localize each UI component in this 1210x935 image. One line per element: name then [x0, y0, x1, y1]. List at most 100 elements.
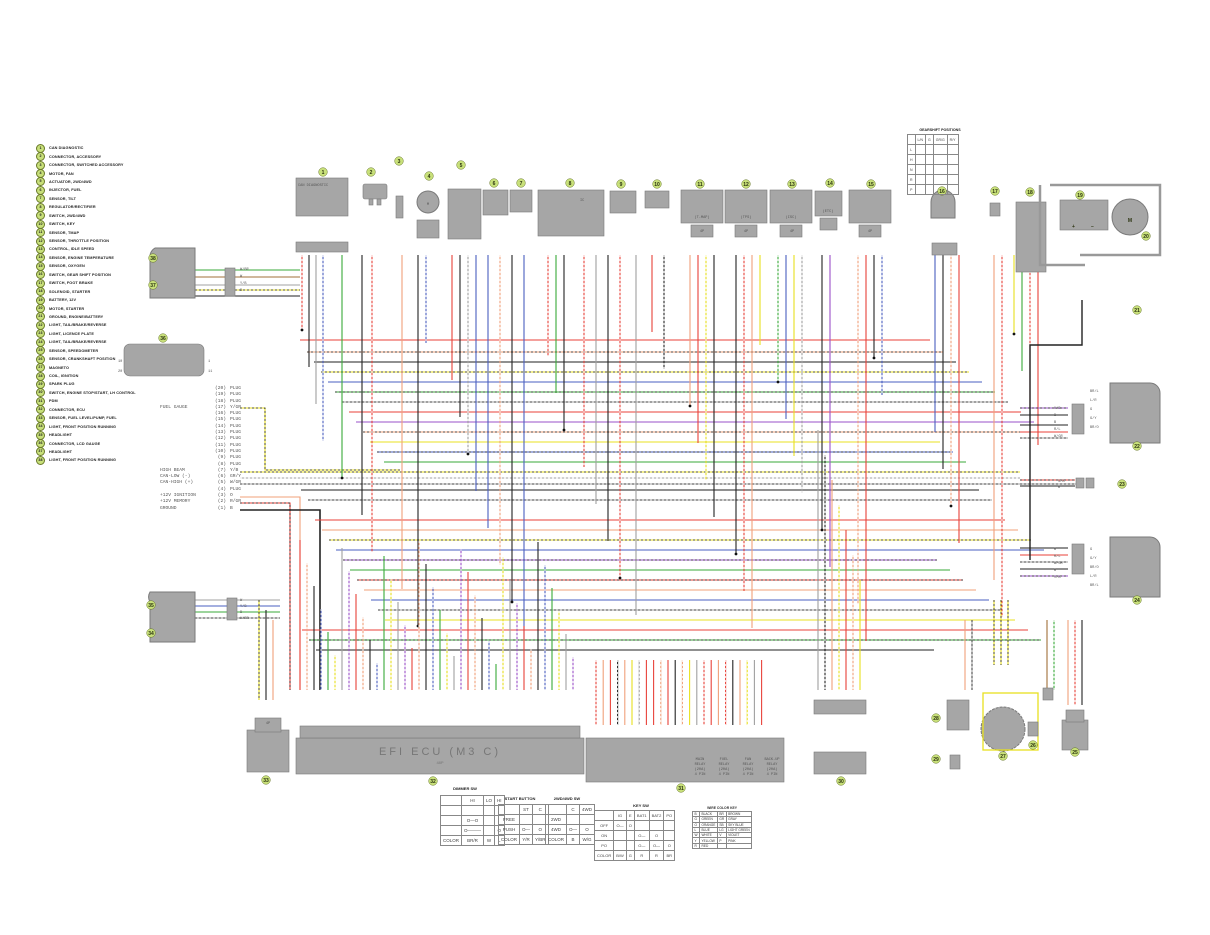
plug-pin: (4)	[217, 486, 226, 492]
table-cell: O———	[461, 825, 485, 836]
wire-label: R/L	[1054, 554, 1060, 559]
badge-26	[1028, 740, 1038, 750]
pdm-relay-label: RELAY	[767, 763, 779, 767]
legend-label: BATTERY, 12V	[49, 298, 77, 303]
wire-ground-main	[1029, 300, 1083, 400]
table-cell	[907, 134, 916, 145]
badge-31	[676, 783, 686, 793]
pdm-relay-label: FUEL	[720, 758, 729, 762]
wire-label: R/L	[1054, 427, 1060, 432]
fuel-pump-sender	[246, 729, 290, 773]
table-cell: O—	[613, 820, 627, 831]
plug-val: PLUG	[230, 455, 242, 461]
plug-pin: (19)	[214, 392, 226, 398]
battery-cables	[1038, 183, 1162, 267]
tmap-sensor-label: (T-MAP)	[694, 215, 709, 220]
badge-number-10: 10	[654, 182, 660, 188]
pin-count-label: 4P	[700, 230, 704, 234]
plug-fn: GROUND	[160, 505, 177, 511]
switch-2wd-4wd	[609, 190, 637, 214]
badge-number-5: 5	[460, 163, 463, 169]
wire-color-cell: LIGHT GREEN	[725, 826, 753, 834]
pin-count-label: 4P	[744, 230, 748, 234]
legend-number: 38	[36, 455, 45, 465]
tilt-sensor	[509, 189, 533, 213]
ecu-title: EFI ECU (M3 C)	[378, 746, 502, 758]
pdm-relay-label: RELAY	[743, 763, 755, 767]
legend-label: MOTOR, STARTER	[49, 306, 85, 311]
can-diagnostic-title: CAN DIAGNOSTIC	[298, 184, 328, 188]
legend-label: LIGHT, LICENCE PLATE	[49, 331, 94, 336]
wire-label: BR/L	[1090, 389, 1099, 394]
table-cell: LO	[483, 795, 496, 806]
pin	[376, 198, 382, 206]
table-cell	[925, 174, 934, 185]
badge-number-9: 9	[620, 182, 623, 188]
wire-label: W	[240, 599, 243, 603]
legend-number: 18	[36, 287, 45, 297]
badge-number-21: 21	[1134, 308, 1140, 314]
table-cell: O	[625, 820, 635, 831]
table-cell	[946, 184, 959, 195]
badge-number-28: 28	[933, 716, 939, 722]
legend-label: SWITCH, KEY	[49, 222, 75, 227]
wire-color-cell: R	[691, 842, 701, 850]
badge-number-3: 3	[398, 159, 401, 165]
switched-accessory-connector	[395, 195, 404, 219]
lcd-pin-row: (11)PLUG	[160, 443, 254, 449]
badge-1	[318, 167, 328, 177]
table-cell	[932, 184, 948, 195]
plug-pin: (2)	[217, 499, 226, 505]
wire-color-cell: YELLOW	[699, 837, 718, 844]
table-cell: ST	[519, 804, 534, 815]
table-row: H	[907, 154, 959, 165]
foot-brake-switch	[989, 202, 1001, 217]
plug-pin: (3)	[217, 493, 226, 499]
legend-label: CONNECTOR, ECU	[49, 407, 85, 412]
ecu-plug	[299, 725, 581, 739]
badge-37	[148, 280, 158, 290]
table-cell	[593, 810, 615, 821]
badge-27	[998, 751, 1008, 761]
legend-label: CONNECTOR, ACCESSORY	[49, 154, 102, 159]
dimmer-title: DIMMER SW	[453, 786, 477, 791]
crank-plug	[1042, 687, 1054, 701]
pdm-relay-label: MAIN	[696, 758, 705, 762]
lcd-pin-label: 1	[208, 360, 210, 364]
plug-val: O	[230, 493, 233, 499]
wire-memory	[240, 502, 291, 690]
legend-number: 2	[36, 152, 45, 162]
starter-motor-symbol: M	[1128, 218, 1132, 224]
lcd-pin-row: (8)PLUG	[160, 462, 254, 468]
table-cell: HI	[461, 795, 485, 806]
legend-label: CONNECTOR, LCD GAUGE	[49, 441, 101, 446]
badge-36	[158, 333, 168, 343]
junction-dot	[510, 600, 514, 604]
table-cell	[579, 814, 596, 825]
isc-control	[769, 189, 813, 224]
junction-dot	[340, 476, 344, 480]
wire-label: B	[240, 289, 243, 293]
table-cell	[925, 144, 934, 155]
speedometer-sensor	[1061, 719, 1089, 751]
badge-20	[1141, 231, 1151, 241]
lcd-pin-label: 10	[118, 360, 122, 364]
front-connector-right	[224, 267, 236, 297]
pdm-relay-label: 4 PIN	[767, 773, 778, 777]
junction-dot	[466, 452, 470, 456]
pin	[368, 198, 374, 206]
front-connector-left	[226, 597, 238, 621]
legend-label: SWITCH, ENGINE STOP/START, LH CONTROL	[49, 390, 136, 395]
table-cell: L/N	[914, 134, 927, 145]
